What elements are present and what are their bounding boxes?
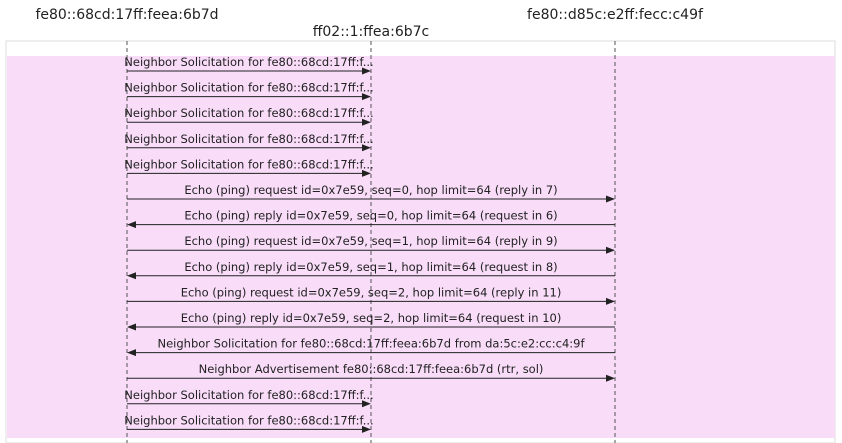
message-label: Echo (ping) reply id=0x7e59, seq=2, hop … — [181, 311, 562, 325]
message-label: Neighbor Advertisement fe80::68cd:17ff:f… — [199, 362, 544, 376]
message-label: Neighbor Solicitation for fe80::68cd:17f… — [124, 55, 373, 69]
participant-label-multicast: ff02::1:ffea:6b7c — [313, 24, 429, 40]
messages-band — [7, 56, 835, 438]
message-arrowhead — [362, 118, 371, 126]
message-label: Neighbor Solicitation for fe80::68cd:17f… — [157, 337, 585, 351]
participant-label-host-a: fe80::68cd:17ff:feea:6b7d — [35, 7, 218, 23]
message-label: Echo (ping) request id=0x7e59, seq=0, ho… — [184, 183, 557, 197]
message-arrowhead — [362, 144, 371, 152]
message-label: Neighbor Solicitation for fe80::68cd:17f… — [124, 132, 373, 146]
message-label: Echo (ping) reply id=0x7e59, seq=1, hop … — [184, 260, 557, 274]
message-label: Neighbor Solicitation for fe80::68cd:17f… — [124, 81, 373, 95]
message-arrowhead — [606, 195, 615, 203]
message-arrowhead — [127, 272, 136, 280]
message-arrowhead — [127, 349, 136, 357]
message-arrowhead — [127, 221, 136, 229]
message-arrowhead — [127, 323, 136, 331]
message-label: Neighbor Solicitation for fe80::68cd:17f… — [124, 106, 373, 120]
message-arrowhead — [362, 169, 371, 177]
messages-group: Neighbor Solicitation for fe80::68cd:17f… — [124, 55, 615, 433]
message-arrowhead — [362, 425, 371, 433]
participant-label-host-b: fe80::d85c:e2ff:fecc:c49f — [527, 7, 704, 23]
message-label: Echo (ping) reply id=0x7e59, seq=0, hop … — [184, 209, 557, 223]
message-arrowhead — [606, 297, 615, 305]
message-label: Neighbor Solicitation for fe80::68cd:17f… — [124, 413, 373, 427]
message-arrowhead — [606, 246, 615, 254]
message-arrowhead — [606, 374, 615, 382]
message-label: Neighbor Solicitation for fe80::68cd:17f… — [124, 388, 373, 402]
message-label: Echo (ping) request id=0x7e59, seq=2, ho… — [181, 285, 562, 299]
message-arrowhead — [362, 400, 371, 408]
message-label: Echo (ping) request id=0x7e59, seq=1, ho… — [184, 234, 557, 248]
message-arrowhead — [362, 93, 371, 101]
message-arrowhead — [362, 67, 371, 75]
message-label: Neighbor Solicitation for fe80::68cd:17f… — [124, 157, 373, 171]
